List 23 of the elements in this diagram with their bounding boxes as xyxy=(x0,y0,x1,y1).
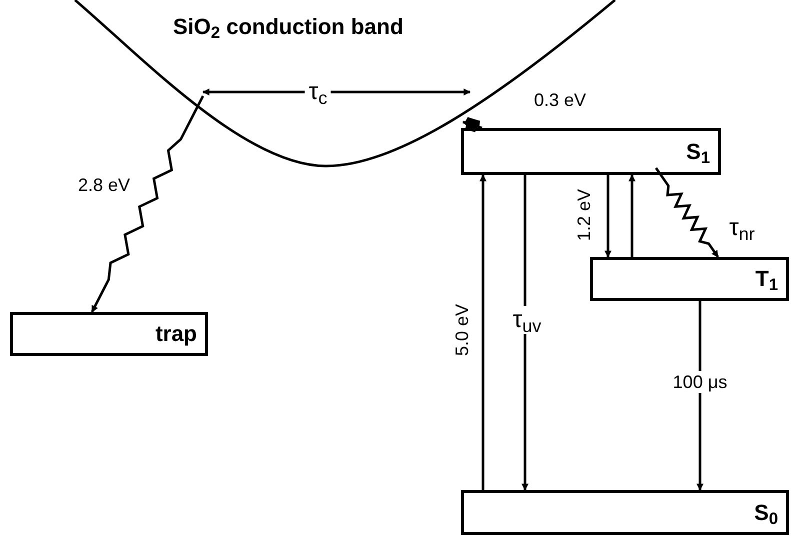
wavy-arrow xyxy=(462,116,482,133)
level-label: T$_{1}$ xyxy=(755,268,778,290)
arrow xyxy=(202,88,471,96)
edge-label: τ$_{nr}$ xyxy=(729,216,755,240)
wavy-arrow xyxy=(90,95,204,313)
arrow xyxy=(480,174,486,490)
edge-label: 5.0 eV xyxy=(453,304,471,356)
energy-level-box xyxy=(10,312,208,356)
edge-label: 0.3 eV xyxy=(534,91,586,109)
wavy-arrow xyxy=(654,167,720,258)
level-label: S$_{0}$ xyxy=(754,502,778,524)
level-label: S$_{1}$ xyxy=(686,140,710,162)
arrow xyxy=(628,174,636,257)
energy-level-box xyxy=(461,128,721,175)
level-label: trap xyxy=(155,323,197,345)
energy-level-box xyxy=(590,257,789,301)
arrow xyxy=(696,301,704,491)
edge-label: 1.2 eV xyxy=(575,188,593,242)
arrow xyxy=(522,175,528,491)
energy-level-box xyxy=(461,490,789,535)
band-label: SiO$_{2}$ conduction band xyxy=(173,13,404,43)
arrow xyxy=(604,175,612,258)
edge-label: 2.8 eV xyxy=(78,176,130,194)
